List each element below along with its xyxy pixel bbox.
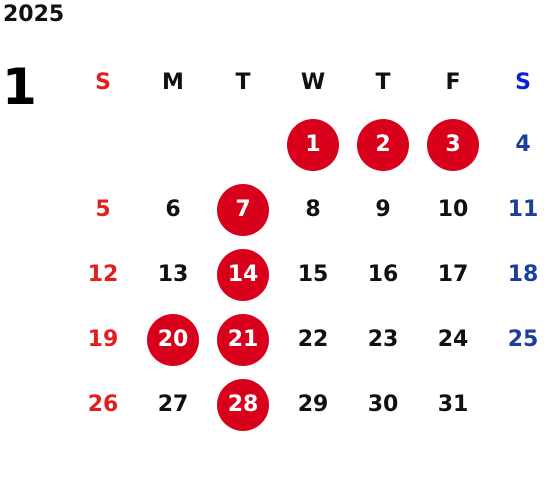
weekday-header: T	[235, 69, 251, 95]
day-number: 16	[367, 262, 399, 287]
day-cell: 9	[348, 177, 418, 242]
day-cell: 8	[278, 177, 348, 242]
weekday-header: S	[515, 69, 531, 95]
day-number: 18	[507, 262, 539, 287]
weekday-header: M	[162, 69, 184, 95]
day-cell: 29	[278, 372, 348, 437]
day-number: 30	[367, 392, 399, 417]
day-number: 19	[87, 327, 119, 352]
day-number: 31	[437, 392, 469, 417]
day-cell: 15	[278, 242, 348, 307]
day-cell: 23	[348, 307, 418, 372]
day-cell: 31	[418, 372, 488, 437]
weekday-header: S	[95, 69, 111, 95]
day-number: 25	[507, 327, 539, 352]
weekday-header: T	[375, 69, 391, 95]
day-cell: 4	[488, 112, 548, 177]
day-cell: 11	[488, 177, 548, 242]
weekday-header: F	[445, 69, 461, 95]
weekday-header: W	[300, 69, 326, 95]
day-cell: 19	[68, 307, 138, 372]
day-number: 24	[437, 327, 469, 352]
empty-cell	[68, 112, 138, 177]
day-number: 15	[297, 262, 329, 287]
day-cell: 13	[138, 242, 208, 307]
day-number: 6	[165, 197, 181, 222]
day-cell: 25	[488, 307, 548, 372]
highlighted-day: 21	[217, 313, 269, 366]
day-cell: 6	[138, 177, 208, 242]
year-label: 2025	[3, 2, 65, 27]
day-cell: 7	[208, 177, 278, 242]
day-cell: 20	[138, 307, 208, 372]
highlighted-day: 1	[287, 118, 339, 171]
day-cell: 17	[418, 242, 488, 307]
highlighted-day: 7	[217, 183, 269, 236]
highlighted-day: 14	[217, 248, 269, 301]
day-number: 27	[157, 392, 189, 417]
empty-cell	[138, 112, 208, 177]
day-cell: 21	[208, 307, 278, 372]
day-number: 12	[87, 262, 119, 287]
highlighted-day: 2	[357, 118, 409, 171]
day-cell: 27	[138, 372, 208, 437]
day-number: 13	[157, 262, 189, 287]
day-cell: 10	[418, 177, 488, 242]
day-cell: 26	[68, 372, 138, 437]
day-number: 11	[507, 197, 539, 222]
day-number: 8	[305, 197, 321, 222]
highlighted-day: 3	[427, 118, 479, 171]
day-number: 10	[437, 197, 469, 222]
month-number: 1	[2, 58, 37, 116]
day-cell: 1	[278, 112, 348, 177]
day-cell: 22	[278, 307, 348, 372]
highlighted-day: 20	[147, 313, 199, 366]
day-number: 29	[297, 392, 329, 417]
day-number: 5	[95, 197, 111, 222]
highlighted-day: 28	[217, 378, 269, 431]
day-cell: 18	[488, 242, 548, 307]
day-cell: 12	[68, 242, 138, 307]
day-number: 9	[375, 197, 391, 222]
empty-cell	[208, 112, 278, 177]
day-cell: 14	[208, 242, 278, 307]
day-cell: 5	[68, 177, 138, 242]
day-number: 4	[515, 132, 531, 157]
day-number: 17	[437, 262, 469, 287]
day-cell: 28	[208, 372, 278, 437]
day-cell: 30	[348, 372, 418, 437]
day-cell: 2	[348, 112, 418, 177]
day-number: 26	[87, 392, 119, 417]
day-number: 23	[367, 327, 399, 352]
day-cell: 3	[418, 112, 488, 177]
day-number: 22	[297, 327, 329, 352]
day-cell: 16	[348, 242, 418, 307]
day-cell: 24	[418, 307, 488, 372]
